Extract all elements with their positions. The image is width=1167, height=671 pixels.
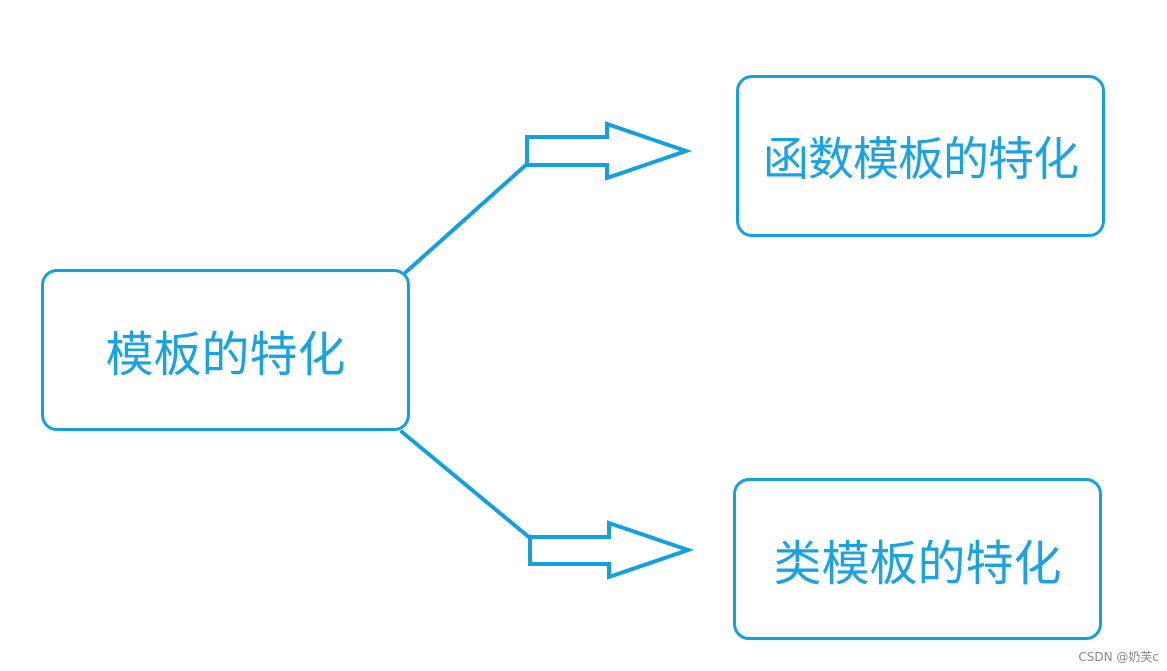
arrow-upper-icon: [525, 121, 693, 181]
function-template-specialization-label: 函数模板的特化: [763, 132, 1079, 186]
root-node-label: 模板的特化: [105, 327, 346, 383]
watermark: CSDN @奶芙c: [1078, 650, 1159, 664]
class-template-specialization-label: 类模板的特化: [773, 536, 1062, 592]
class-template-specialization-node: 类模板的特化: [733, 478, 1102, 640]
connector-upper: [404, 162, 529, 274]
function-template-specialization-node: 函数模板的特化: [736, 75, 1105, 237]
arrow-lower-icon: [528, 520, 695, 580]
root-node: 模板的特化: [41, 269, 410, 431]
connector-lower: [400, 430, 532, 540]
